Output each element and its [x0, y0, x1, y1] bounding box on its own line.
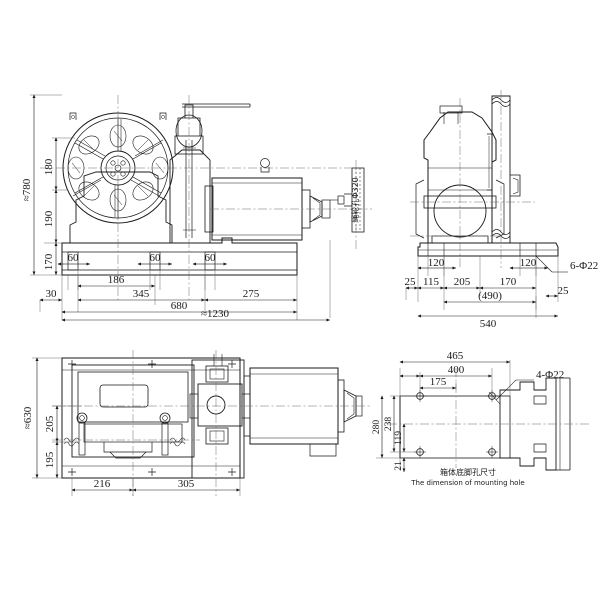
side-hole-leader [535, 255, 568, 273]
dim-label-25-right: 25 [558, 285, 570, 297]
dim-label-25-left: 25 [405, 276, 417, 288]
plan-baseplate [61, 357, 241, 479]
dim-label-205-plan: 205 [44, 415, 56, 432]
plan-motor [243, 367, 363, 457]
dim-label-115: 115 [423, 276, 440, 288]
dim-label-120b: 120 [520, 257, 537, 269]
front-bedplate [61, 237, 298, 276]
rope-sheave-note: 绳轮孔Φ320 [350, 177, 360, 223]
plan-view [32, 350, 370, 496]
dim-label-205: 205 [454, 276, 471, 288]
hole-callout-4: 4-Φ22 [536, 369, 564, 381]
dim-label-216: 216 [94, 478, 111, 490]
dim-label-170: 170 [43, 253, 55, 270]
dim-label-195: 195 [44, 451, 56, 468]
front-motor [204, 158, 331, 241]
dim-label-1230: ≈1230 [201, 308, 230, 320]
dim-label-60a: 60 [68, 252, 80, 264]
dim-label-238: 238 [384, 417, 394, 432]
dim-label-186: 186 [108, 274, 125, 286]
dim-label-119: 119 [394, 431, 404, 445]
dim-label-275: 275 [243, 288, 260, 300]
dim-label-21: 21 [394, 461, 404, 471]
front-gearbox-housing [69, 103, 251, 244]
dim-label-60b: 60 [150, 252, 162, 264]
detail-caption-cn: 箱体底脚孔尺寸 [440, 467, 496, 477]
dim-label-630: ≈630 [22, 406, 34, 429]
plan-gearbox-housing [63, 364, 195, 459]
dim-label-170: 170 [500, 276, 517, 288]
mounting-hole-detail-view [376, 360, 590, 472]
dim-label-780: ≈780 [21, 178, 33, 201]
front-elevation-view [30, 94, 372, 322]
dim-label-490: (490) [478, 290, 502, 302]
dim-label-30: 30 [46, 288, 58, 300]
side-elevation-view [405, 90, 568, 318]
side-rope-drum-section [487, 95, 521, 244]
dim-label-180: 180 [43, 158, 55, 175]
hole-callout-6: 6-Φ22 [570, 260, 598, 272]
dim-label-280: 280 [372, 420, 382, 435]
dim-label-305: 305 [178, 478, 195, 490]
dim-label-680: 680 [171, 300, 188, 312]
detail-caption-en: The dimension of mounting hole [410, 479, 524, 487]
dim-label-345: 345 [133, 288, 150, 300]
side-bedplate [417, 242, 559, 257]
dim-label-60c: 60 [205, 252, 217, 264]
plan-brake-assembly [189, 354, 251, 479]
dim-label-190: 190 [43, 210, 55, 227]
dim-label-540: 540 [480, 318, 497, 330]
dim-label-175: 175 [430, 376, 447, 388]
dim-label-400: 400 [448, 364, 465, 376]
detail-hole-leader [488, 379, 534, 405]
dim-label-120a: 120 [428, 257, 445, 269]
dim-label-465: 465 [447, 350, 464, 362]
detail-outline [399, 395, 511, 459]
